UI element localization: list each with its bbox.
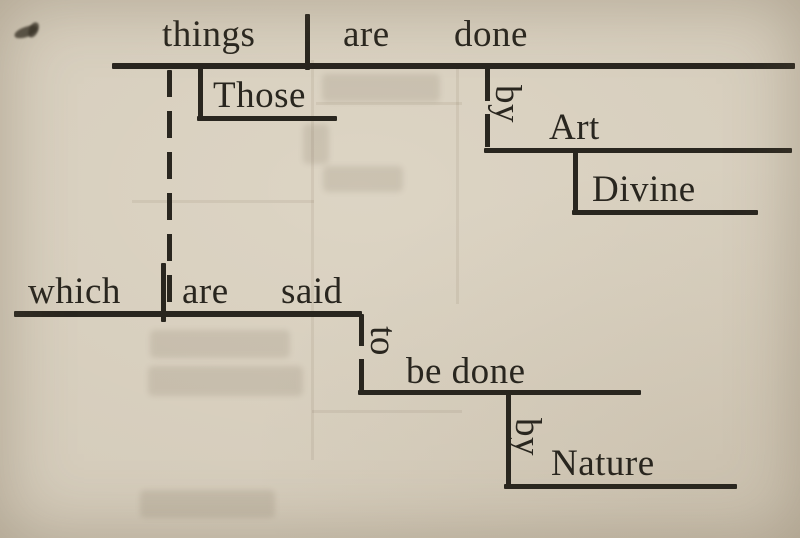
diagram-word-done-1: done [454, 14, 528, 55]
diagram-word-by-1: by [487, 85, 528, 123]
diagram-line-relative-pronoun-connector [167, 70, 172, 313]
diagram-line-main-baseline [112, 63, 795, 69]
bleedthrough-smudge-3 [150, 330, 290, 358]
diagram-line-those-riser [198, 66, 203, 118]
bleedthrough-smudge-0 [322, 74, 440, 102]
bleedthrough-rule-3 [132, 200, 314, 203]
bleedthrough-smudge-4 [148, 366, 303, 396]
diagram-word-are-1: are [343, 14, 390, 55]
diagram-word-by-2: by [507, 418, 548, 456]
diagram-line-art-shelf [484, 148, 792, 153]
diagram-line-nature-shelf [504, 484, 737, 489]
diagram-word-things: things [162, 14, 256, 55]
diagram-word-art: Art [549, 107, 600, 148]
bleedthrough-smudge-2 [323, 166, 403, 192]
diagram-word-nature: Nature [551, 443, 655, 484]
diagram-word-said: said [281, 271, 343, 312]
diagram-line-clause2-divider [161, 263, 166, 322]
diagram-word-divine: Divine [592, 169, 696, 210]
bleedthrough-smudge-5 [140, 490, 275, 518]
diagram-line-subject-predicate-divider [305, 14, 310, 70]
bleedthrough-rule-4 [312, 410, 462, 413]
diagram-word-which: which [28, 271, 121, 312]
diagram-line-by-art-stem [485, 68, 490, 150]
diagram-line-those-shelf [197, 116, 337, 121]
diagram-line-divine-shelf [572, 210, 758, 215]
bleedthrough-rule-1 [456, 64, 459, 304]
bleedthrough-rule-0 [311, 60, 314, 460]
ink-mark-1 [26, 20, 41, 40]
diagram-word-are-2: are [182, 271, 229, 312]
diagram-line-divine-riser [573, 150, 578, 212]
bleedthrough-rule-2 [316, 102, 462, 105]
diagram-line-be-done-shelf [358, 390, 641, 395]
diagram-line-by-nature-stem [506, 393, 511, 486]
diagram-line-clause2-baseline [14, 311, 362, 317]
bleedthrough-smudge-1 [303, 124, 329, 164]
diagram-line-to-stem [359, 314, 364, 392]
diagram-word-those: Those [213, 75, 306, 116]
diagram-word-be-done: be done [406, 351, 526, 392]
diagram-word-to: to [362, 326, 403, 356]
